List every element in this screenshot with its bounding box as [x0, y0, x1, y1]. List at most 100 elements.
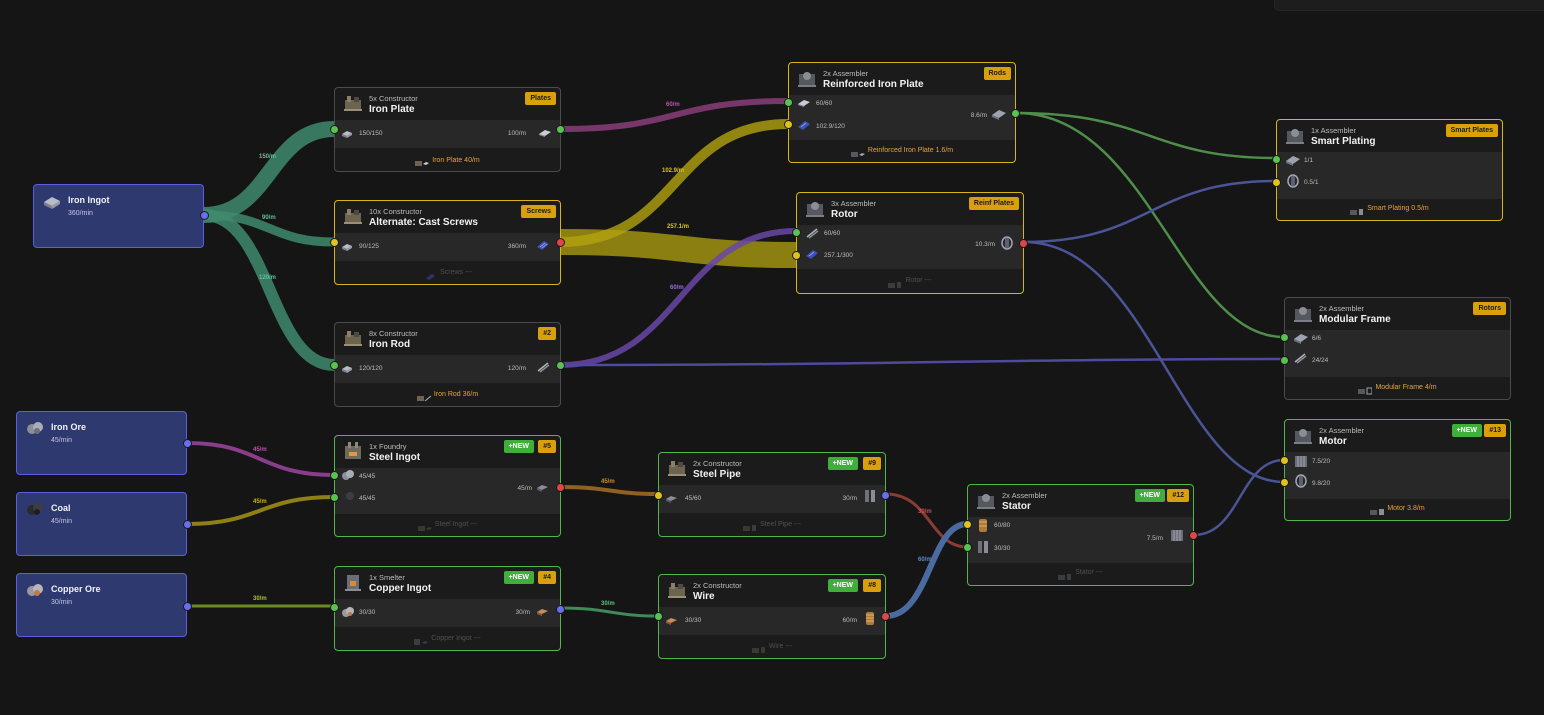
new-badge[interactable]: +NEW — [503, 571, 534, 584]
tag-badge[interactable]: #13 — [1484, 424, 1506, 437]
output-port[interactable] — [1011, 109, 1020, 118]
recipe-node-cast-screws[interactable]: 10x Constructor Alternate: Cast Screws S… — [330, 200, 565, 285]
input-port[interactable] — [792, 251, 801, 260]
new-badge[interactable]: +NEW — [1134, 489, 1165, 502]
source-node-copper-ore[interactable]: Copper Ore 30/min — [16, 573, 192, 637]
input-port[interactable] — [1272, 178, 1281, 187]
recipe-title: Steel Pipe — [693, 469, 741, 480]
machine-count: 2x Assembler — [1319, 426, 1365, 435]
reinforced-plate-icon — [1293, 331, 1309, 345]
recipe-node-steel-pipe[interactable]: 2x Constructor Steel Pipe +NEW #9 45/60 … — [654, 452, 890, 537]
source-node-coal[interactable]: Coal 45/min — [16, 492, 192, 556]
recipe-node-rotor[interactable]: 3x Assembler Rotor Reinf Plates 60/60 25… — [792, 192, 1028, 294]
tag-badge[interactable]: #12 — [1167, 489, 1189, 502]
iron-ingot-icon — [341, 239, 353, 251]
source-rate: 30/min — [51, 599, 73, 606]
output-port[interactable] — [183, 520, 192, 529]
machine-count: 8x Constructor — [369, 329, 418, 338]
output-port[interactable] — [556, 125, 565, 134]
recipe-title: Steel Ingot — [369, 452, 421, 463]
assembler-icon — [888, 276, 902, 289]
iron-ingot-icon — [42, 193, 62, 209]
input-port[interactable] — [784, 120, 793, 129]
input-port[interactable] — [1280, 478, 1289, 487]
tag-badge[interactable]: #4 — [538, 571, 556, 584]
edge-rod-to-modular — [560, 357, 1285, 367]
output-port[interactable] — [881, 491, 890, 500]
tag-badge[interactable]: #2 — [538, 327, 556, 340]
input-port[interactable] — [330, 471, 339, 480]
io-section: 6/6 24/24 — [1285, 330, 1510, 377]
tag-badge[interactable]: Plates — [525, 92, 556, 105]
screws-icon — [805, 247, 819, 261]
recipe-node-iron-rod[interactable]: 8x Constructor Iron Rod #2 120/120 120/m… — [330, 322, 565, 407]
input-port[interactable] — [963, 543, 972, 552]
constructor-icon — [666, 457, 688, 479]
tag-badge[interactable]: Smart Plates — [1445, 124, 1498, 137]
recipe-node-smart-plating[interactable]: 1x Assembler Smart Plating Smart Plates … — [1272, 119, 1503, 221]
edge-stator-to-motor — [1193, 458, 1285, 537]
input-port[interactable] — [1272, 155, 1281, 164]
output-port[interactable] — [556, 361, 565, 370]
recipe-node-steel-ingot[interactable]: 1x Foundry Steel Ingot +NEW #5 45/45 45/… — [330, 435, 565, 537]
edge-label: 30/m — [918, 509, 932, 515]
recipe-title: Stator — [1002, 501, 1031, 512]
recipe-title: Motor — [1319, 436, 1347, 447]
output-port[interactable] — [1019, 239, 1028, 248]
source-node-iron-ingot[interactable]: Iron Ingot 360/min — [33, 184, 209, 248]
input-port[interactable] — [654, 491, 663, 500]
iron-ore-icon — [341, 468, 355, 480]
output-port[interactable] — [200, 211, 209, 220]
machine-count: 2x Constructor — [693, 581, 742, 590]
output-port[interactable] — [556, 238, 565, 247]
input-port[interactable] — [330, 603, 339, 612]
output-port[interactable] — [183, 602, 192, 611]
new-badge[interactable]: +NEW — [1451, 424, 1482, 437]
output-port[interactable] — [556, 605, 565, 614]
recipe-node-modular-frame[interactable]: 2x Assembler Modular Frame Rotors 6/6 24… — [1280, 297, 1511, 400]
input-port[interactable] — [1280, 333, 1289, 342]
tag-badge[interactable]: #9 — [863, 457, 881, 470]
input-port[interactable] — [330, 238, 339, 247]
top-right-panel[interactable] — [1274, 0, 1544, 11]
input-port[interactable] — [330, 493, 339, 502]
recipe-node-iron-plate[interactable]: 5x Constructor Iron Plate Plates 150/150… — [330, 87, 565, 172]
assembler-icon — [804, 197, 826, 219]
tag-badge[interactable]: Reinf Plates — [968, 197, 1019, 210]
edge-rotor-to-smart — [1023, 179, 1277, 244]
recipe-node-reinforced-iron-plate[interactable]: 2x Assembler Reinforced Iron Plate Rods … — [784, 62, 1020, 163]
recipe-node-wire[interactable]: 2x Constructor Wire +NEW #8 30/30 60/m W… — [654, 574, 890, 659]
tag-badge[interactable]: Rods — [983, 67, 1011, 80]
recipe-node-motor[interactable]: 2x Assembler Motor +NEW #13 7.5/20 9.8/2… — [1280, 419, 1511, 521]
assembler-icon — [796, 67, 818, 89]
tag-badge[interactable]: Rotors — [1473, 302, 1506, 315]
recipe-node-stator[interactable]: 2x Assembler Stator +NEW #12 60/80 30/30… — [963, 484, 1198, 586]
tag-badge[interactable]: #5 — [538, 440, 556, 453]
input-rate: 102.9/120 — [816, 123, 845, 130]
output-port[interactable] — [556, 483, 565, 492]
new-badge[interactable]: +NEW — [827, 457, 858, 470]
assembler-icon — [1284, 124, 1306, 146]
input-port[interactable] — [792, 228, 801, 237]
input-rate: 120/120 — [359, 365, 383, 372]
input-port[interactable] — [654, 612, 663, 621]
input-port[interactable] — [784, 98, 793, 107]
tag-badge[interactable]: Screws — [521, 205, 556, 218]
edge-label: 102.9/m — [662, 168, 685, 174]
source-node-iron-ore[interactable]: Iron Ore 45/min — [16, 411, 192, 475]
input-port[interactable] — [963, 520, 972, 529]
input-port[interactable] — [330, 125, 339, 134]
output-port[interactable] — [1189, 531, 1198, 540]
input-port[interactable] — [1280, 456, 1289, 465]
tag-badge[interactable]: #8 — [863, 579, 881, 592]
new-badge[interactable]: +NEW — [503, 440, 534, 453]
recipe-node-copper-ingot[interactable]: 1x Smelter Copper Ingot +NEW #4 30/30 30… — [330, 566, 565, 651]
io-section: 150/150 100/m — [335, 120, 560, 148]
input-port[interactable] — [1280, 356, 1289, 365]
new-badge[interactable]: +NEW — [827, 579, 858, 592]
coal-icon — [341, 490, 355, 502]
input-port[interactable] — [330, 361, 339, 370]
output-port[interactable] — [881, 612, 890, 621]
output-port[interactable] — [183, 439, 192, 448]
